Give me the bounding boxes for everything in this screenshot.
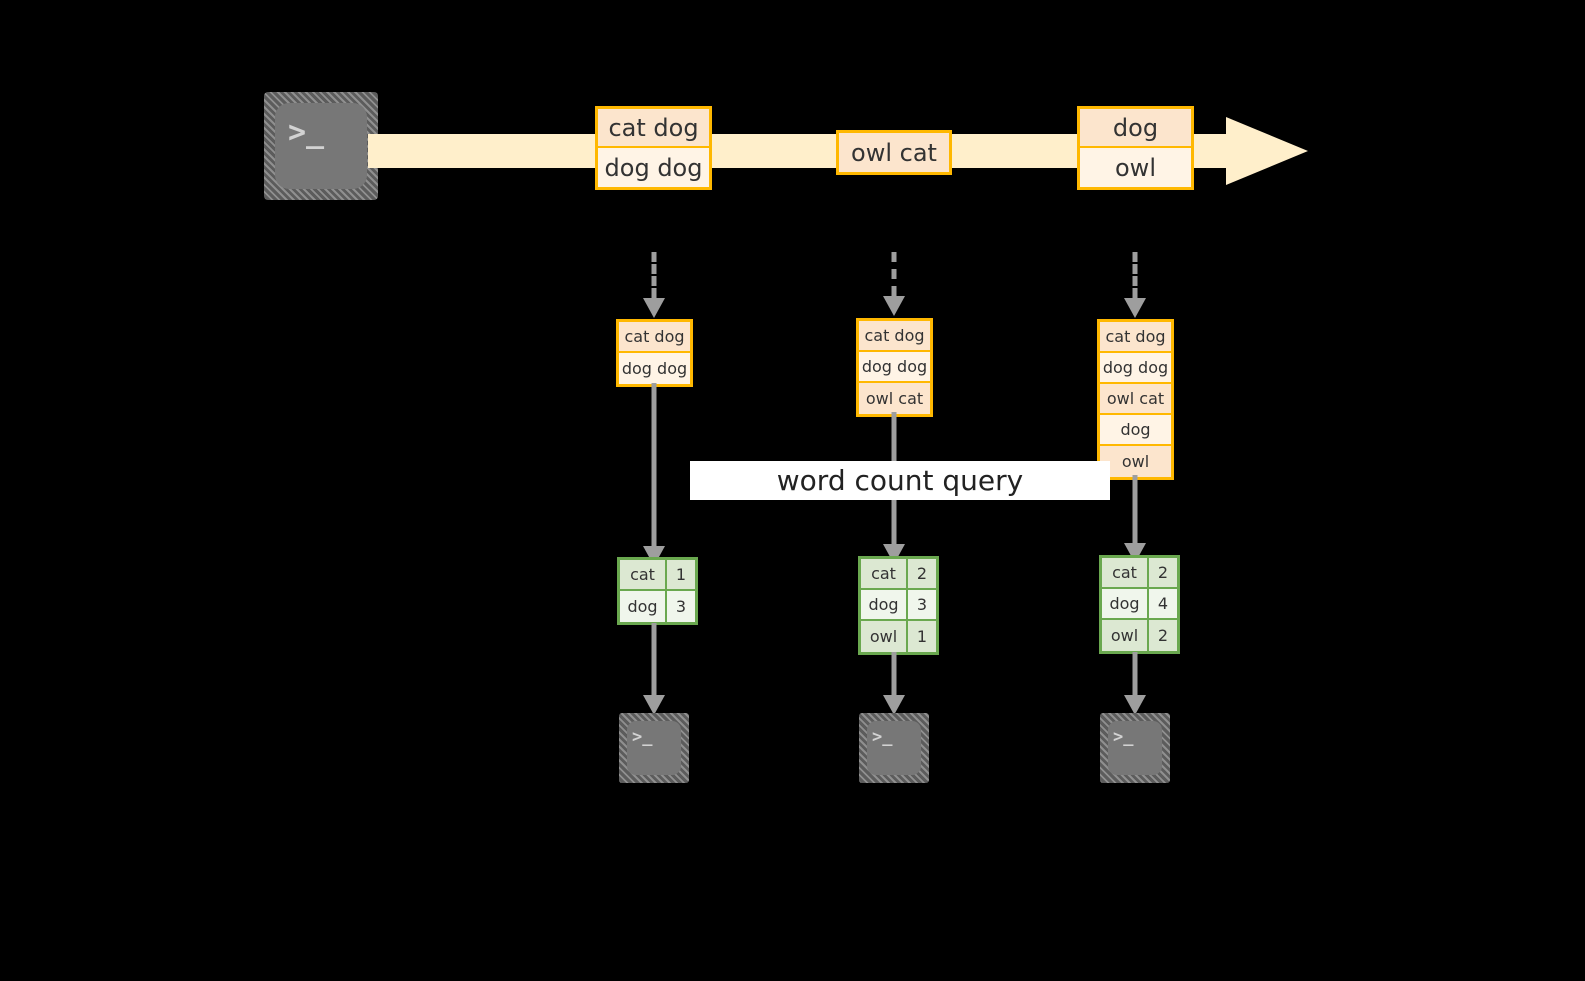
- terminal-screen: [1108, 721, 1162, 775]
- stream-record-3: dog owl: [1077, 106, 1194, 190]
- table-row: dog 3: [620, 591, 695, 622]
- result-count: 1: [667, 560, 695, 589]
- terminal-prompt-glyph: >_: [1113, 727, 1134, 747]
- connector-line: [891, 252, 897, 296]
- table-row: cat 1: [620, 560, 695, 591]
- snapshot-line: owl: [1100, 446, 1171, 477]
- snapshot-stack-3: cat dog dog dog owl cat dog owl: [1097, 319, 1174, 480]
- connector-arrowhead: [883, 695, 905, 715]
- query-label-text: word count query: [776, 464, 1024, 497]
- terminal-screen: [867, 721, 921, 775]
- terminal-prompt-glyph: >_: [632, 727, 653, 747]
- snapshot-line: dog: [1100, 415, 1171, 446]
- terminal-prompt-glyph: >_: [288, 115, 325, 150]
- stream-arrowhead: [1226, 117, 1308, 185]
- snapshot-line: dog dog: [1100, 353, 1171, 384]
- record-line: dog dog: [598, 148, 709, 187]
- result-table-3: cat 2 dog 4 owl 2: [1099, 555, 1180, 654]
- connector-arrowhead: [1124, 298, 1146, 318]
- snapshot-line: owl cat: [1100, 384, 1171, 415]
- terminal-screen: [627, 721, 681, 775]
- stream-record-2: owl cat: [836, 130, 952, 175]
- connector-arrowhead: [643, 298, 665, 318]
- record-line: dog: [1080, 109, 1191, 148]
- source-terminal-icon: >_: [264, 92, 378, 200]
- sink-terminal-3: >_: [1100, 713, 1170, 783]
- result-word: dog: [861, 590, 908, 619]
- result-word: dog: [620, 591, 667, 622]
- connector-line: [1132, 652, 1138, 695]
- connector-line: [891, 652, 897, 695]
- connector-line: [651, 383, 657, 546]
- result-count: 1: [908, 621, 936, 652]
- connector-line: [651, 252, 657, 298]
- result-word: cat: [620, 560, 667, 589]
- result-word: owl: [861, 621, 908, 652]
- result-count: 2: [1149, 620, 1177, 651]
- snapshot-line: cat dog: [859, 321, 930, 352]
- record-line: owl: [1080, 148, 1191, 187]
- terminal-prompt-glyph: >_: [872, 727, 893, 747]
- connector-arrowhead: [883, 296, 905, 316]
- sink-terminal-1: >_: [619, 713, 689, 783]
- table-row: owl 2: [1102, 620, 1177, 651]
- sink-terminal-2: >_: [859, 713, 929, 783]
- snapshot-line: dog dog: [619, 353, 690, 384]
- record-line: owl cat: [839, 133, 949, 172]
- result-word: owl: [1102, 620, 1149, 651]
- terminal-screen: [275, 103, 367, 189]
- result-word: cat: [1102, 558, 1149, 587]
- record-line: cat dog: [598, 109, 709, 148]
- result-count: 4: [1149, 589, 1177, 618]
- table-row: dog 3: [861, 590, 936, 621]
- result-table-1: cat 1 dog 3: [617, 557, 698, 625]
- result-word: cat: [861, 559, 908, 588]
- table-row: dog 4: [1102, 589, 1177, 620]
- snapshot-line: cat dog: [619, 322, 690, 353]
- snapshot-line: dog dog: [859, 352, 930, 383]
- connector-line: [651, 623, 657, 695]
- snapshot-line: cat dog: [1100, 322, 1171, 353]
- result-word: dog: [1102, 589, 1149, 618]
- result-count: 2: [1149, 558, 1177, 587]
- table-row: owl 1: [861, 621, 936, 652]
- result-count: 2: [908, 559, 936, 588]
- connector-arrowhead: [1124, 695, 1146, 715]
- result-count: 3: [667, 591, 695, 622]
- snapshot-stack-2: cat dog dog dog owl cat: [856, 318, 933, 417]
- snapshot-line: owl cat: [859, 383, 930, 414]
- connector-arrowhead: [643, 695, 665, 715]
- stream-record-1: cat dog dog dog: [595, 106, 712, 190]
- snapshot-stack-1: cat dog dog dog: [616, 319, 693, 387]
- result-count: 3: [908, 590, 936, 619]
- result-table-2: cat 2 dog 3 owl 1: [858, 556, 939, 655]
- connector-line: [1132, 252, 1138, 298]
- connector-line: [1132, 475, 1138, 543]
- query-label-band: word count query: [690, 461, 1110, 500]
- table-row: cat 2: [1102, 558, 1177, 589]
- table-row: cat 2: [861, 559, 936, 590]
